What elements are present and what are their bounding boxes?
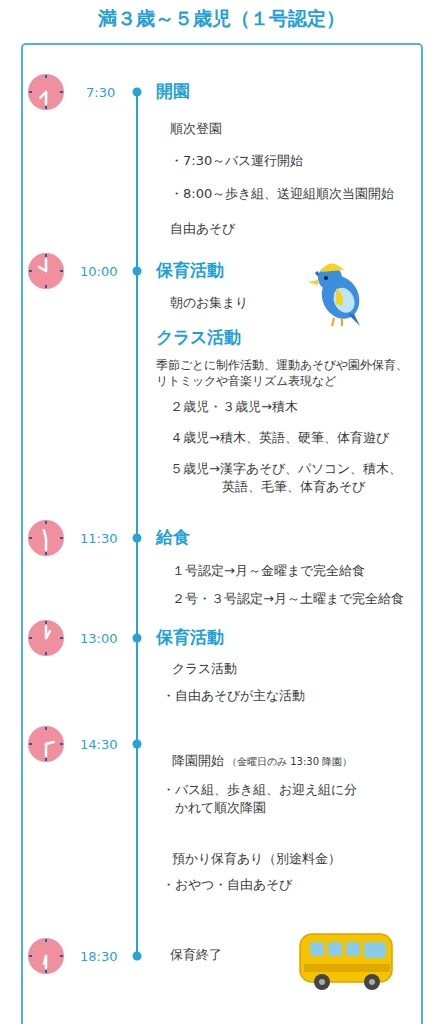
clock-icon [28,74,64,110]
clock-icon [28,520,64,556]
section-heading: 給食 [156,526,190,549]
frame [22,44,422,1024]
time-label: 13:00 [80,630,117,648]
body-text: 保育終了 [170,946,222,964]
body-text: ・7:30～バス運行開始 [170,152,303,170]
section-heading: 開園 [156,80,190,103]
body-text: 自由あそび [170,220,235,238]
body-text: クラス活動 [172,660,237,678]
body-text: ２歳児・３歳児→積木 [170,398,298,416]
body-text: 降園開始 [172,752,224,770]
clock-icon [28,726,64,762]
bird-illustration [308,263,366,326]
body-text: 順次登園 [170,120,222,138]
clock-icons [28,74,64,974]
section-heading: 保育活動 [156,259,224,282]
body-text: ４歳児→積木、英語、硬筆、体育遊び [170,429,389,447]
page-title: 満３歳～５歳児（１号認定） [4,6,434,31]
body-text: １号認定→月～金曜まで完全給食 [172,562,365,580]
section-heading: 保育活動 [156,626,224,649]
body-text: 朝のお集まり [170,294,248,312]
timeline-dots [133,88,142,961]
time-label: 11:30 [80,530,117,548]
time-label: 14:30 [80,736,117,754]
section-heading: クラス活動 [156,326,241,349]
clock-icon [28,938,64,974]
time-label: 10:00 [80,263,117,281]
body-text: ・おやつ・自由あそび [162,876,292,894]
body-text: ・バス組、歩き組、お迎え組に分かれて順次降園 [162,781,360,816]
clock-icon [28,253,64,289]
time-label: 7:30 [86,84,115,102]
note-text: （金曜日のみ 13:30 降園） [227,755,352,769]
bus-illustration [300,934,392,990]
body-text: ２号・３号認定→月～土曜まで完全給食 [172,590,404,608]
clock-icon [28,620,64,656]
body-text: 預かり保育あり（別途料金） [172,850,341,868]
body-text: 季節ごとに制作活動、運動あそびや園外保育、リトミックや音楽リズム表現など [156,357,418,389]
body-text: ・自由あそびが主な活動 [162,687,305,705]
time-label: 18:30 [80,948,117,966]
body-text: ・8:00～歩き組、送迎組順次当園開始 [170,185,394,203]
body-text: ５歳児→漢字あそび、パソコン、積木、英語、毛筆、体育あそび [170,460,408,495]
timeline [136,92,138,955]
